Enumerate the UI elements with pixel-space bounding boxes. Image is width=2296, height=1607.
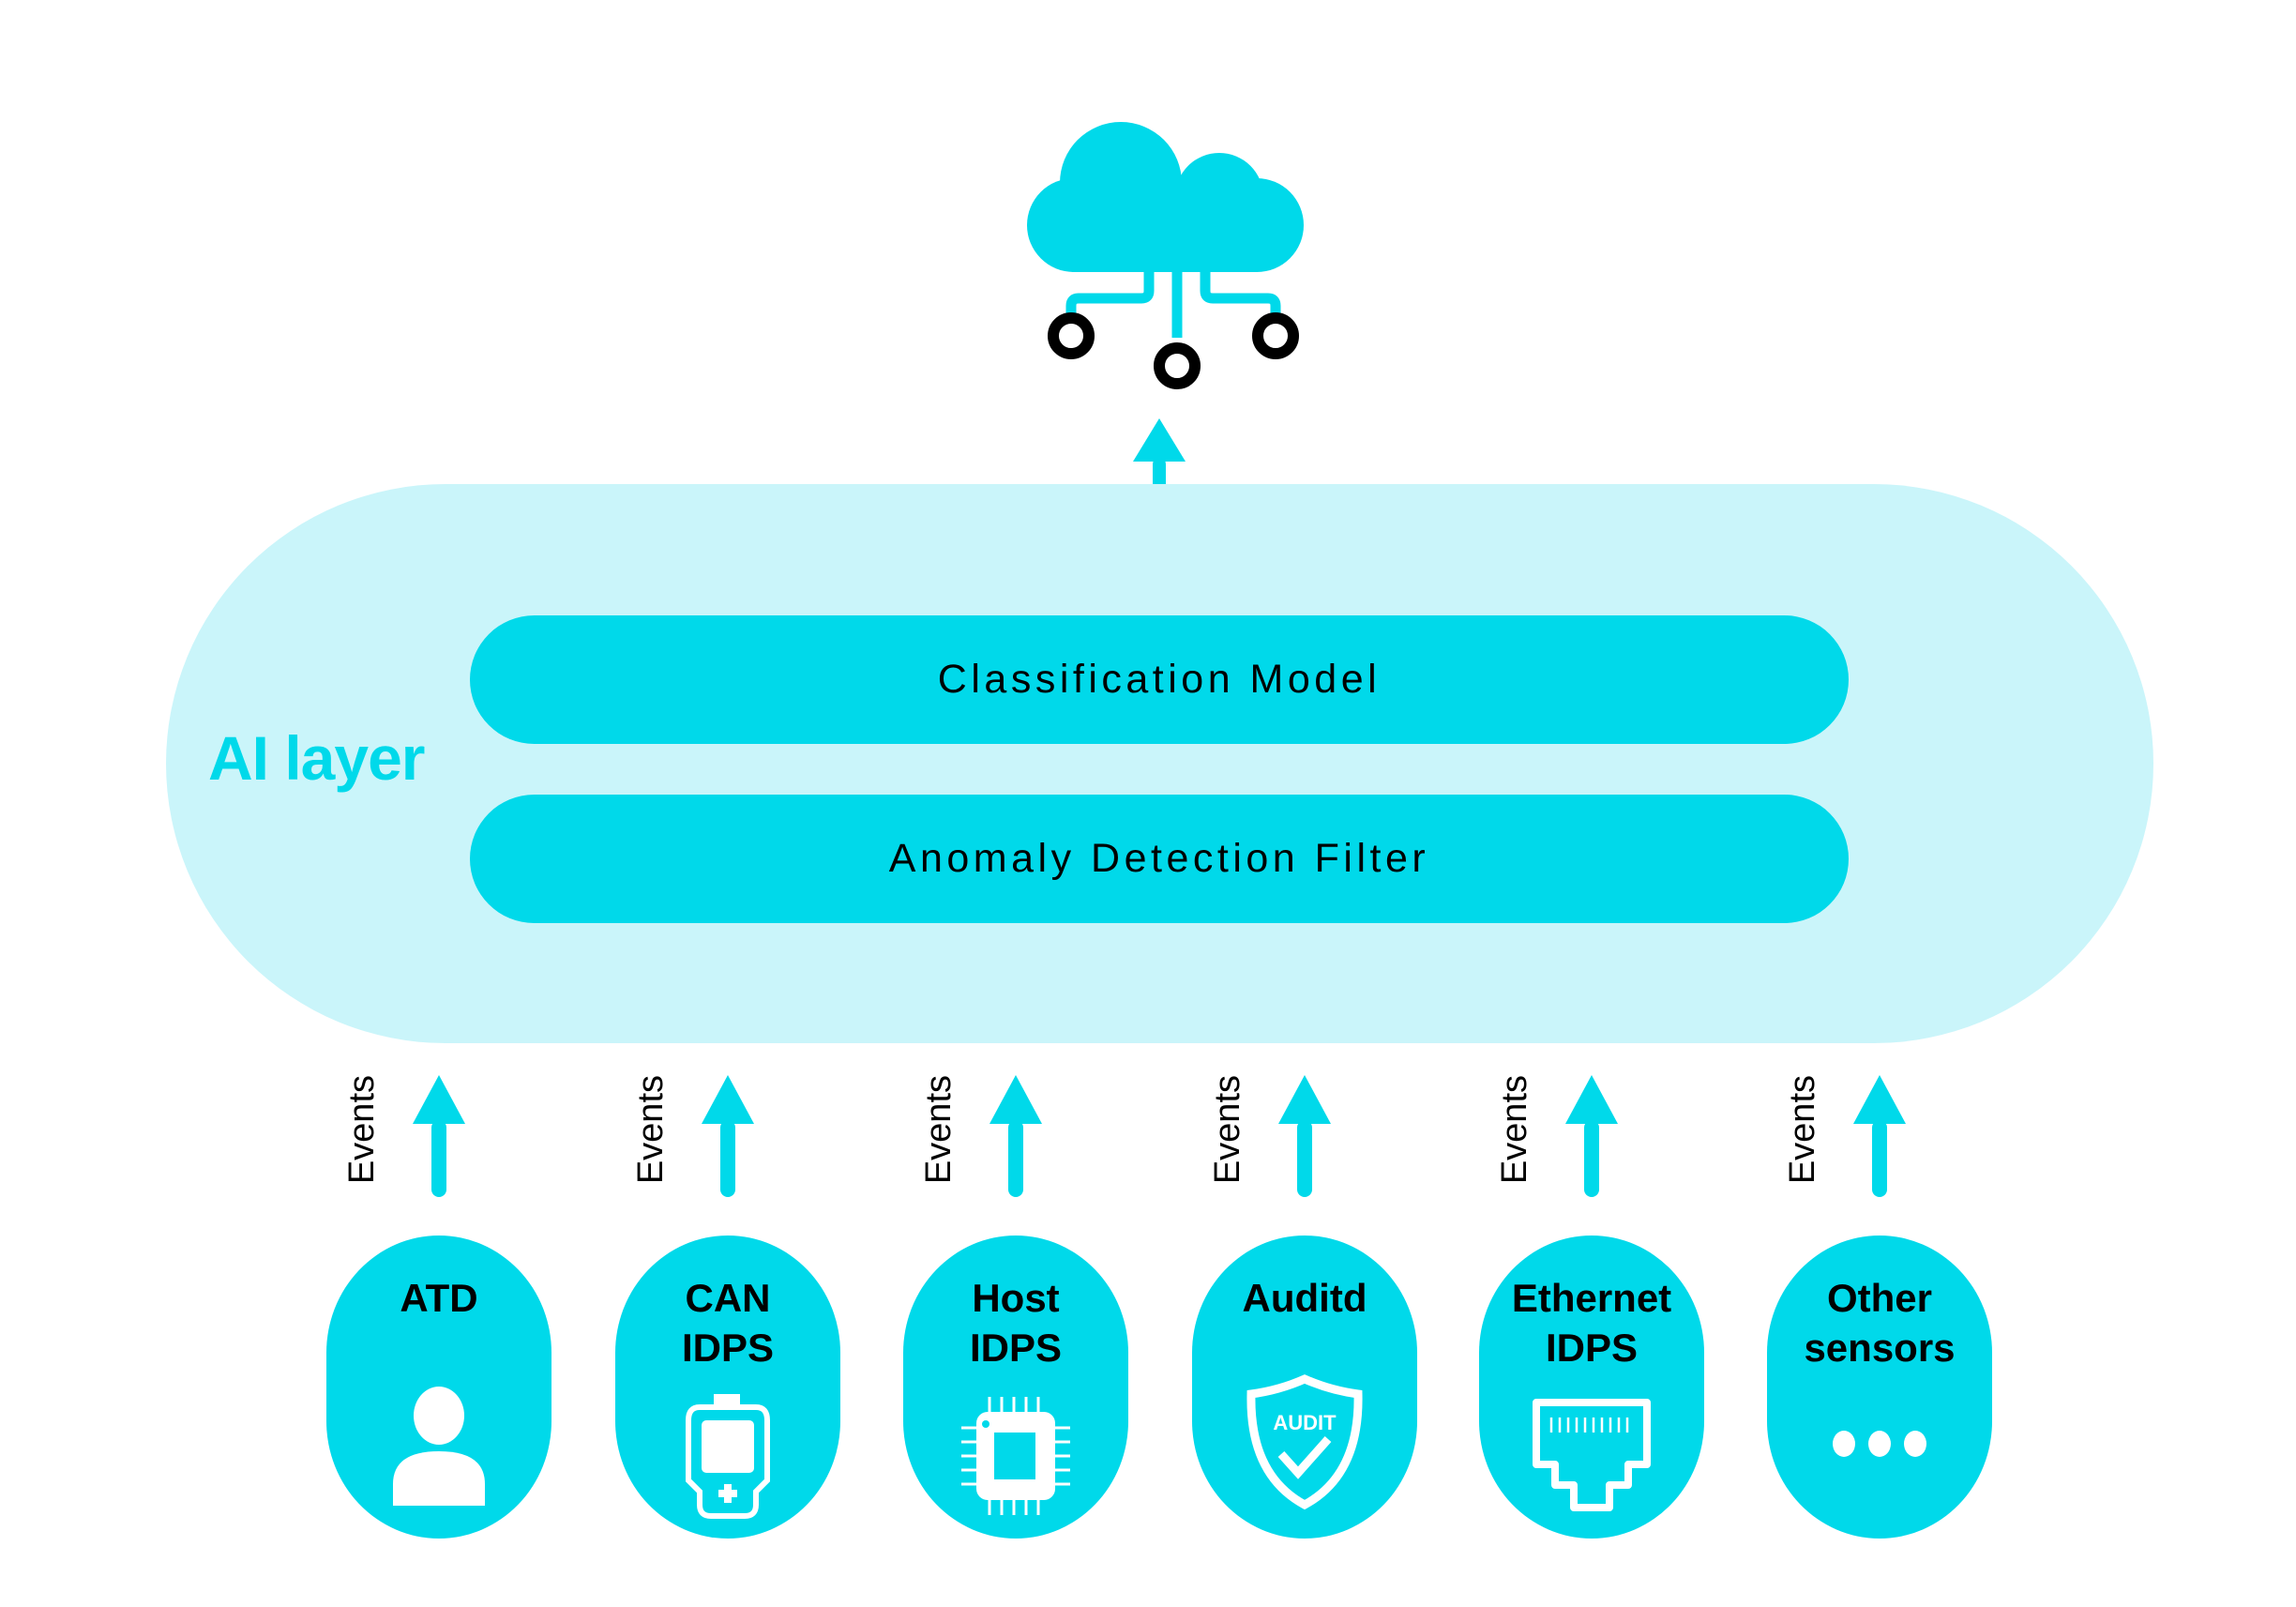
sensor-node-ethernet-idps: Ethernet IDPS <box>1479 1236 1704 1539</box>
events-label: Events <box>1782 1075 1822 1185</box>
events-label: Events <box>630 1075 671 1185</box>
arrow-up-icon <box>989 1075 1042 1197</box>
sensor-label-line2: IDPS <box>681 1326 775 1370</box>
sensor-label-line2: IDPS <box>969 1326 1063 1370</box>
events-label: Events <box>1494 1075 1534 1185</box>
sensor-node-other-sensors: Other sensors <box>1767 1236 1992 1539</box>
sensor-column-other-sensors: Events Other sensors <box>1739 1069 2020 1595</box>
classification-model-label: Classification Model <box>937 657 1382 702</box>
sensor-node-host-idps: Host IDPS <box>903 1236 1128 1539</box>
ethernet-port-icon <box>1533 1399 1651 1511</box>
arrow-up-icon <box>1278 1075 1331 1197</box>
sensor-column-ethernet-idps: Events Ethernet IDPS <box>1451 1069 1732 1595</box>
classification-model-block: Classification Model <box>470 615 1849 744</box>
events-label: Events <box>341 1075 382 1185</box>
arrow-up-icon <box>413 1075 465 1197</box>
sensor-node-can-idps: CAN IDPS <box>615 1236 840 1539</box>
sensor-label-line2: IDPS <box>1545 1326 1639 1370</box>
sensor-label-line1: Other <box>1826 1276 1932 1320</box>
sensor-label: Auditd <box>1242 1276 1367 1320</box>
sensor-node-auditd: Auditd AUDIT <box>1192 1236 1417 1539</box>
audit-shield-icon: AUDIT <box>1246 1374 1363 1510</box>
arrow-up-icon <box>1565 1075 1618 1197</box>
sensor-label-line1: CAN <box>685 1276 771 1320</box>
handheld-device-icon <box>686 1394 770 1519</box>
sensor-column-can-idps: Events CAN IDPS <box>587 1069 869 1595</box>
anomaly-detection-filter-block: Anomaly Detection Filter <box>470 795 1849 923</box>
sensor-column-host-idps: Events Host IDPS <box>875 1069 1156 1595</box>
chip-icon <box>961 1397 1070 1515</box>
ai-layer-container <box>166 484 2153 1043</box>
sensor-column-auditd: Events Auditd AUDIT <box>1164 1069 1445 1595</box>
sensor-label-line1: Ethernet <box>1511 1276 1672 1320</box>
arrow-up-icon <box>702 1075 754 1197</box>
sensor-label-line1: Host <box>972 1276 1060 1320</box>
sensor-node-atd: ATD <box>326 1236 551 1539</box>
events-label: Events <box>918 1075 959 1185</box>
more-dots-icon <box>1833 1431 1926 1457</box>
events-label: Events <box>1207 1075 1247 1185</box>
arrow-up-icon <box>1853 1075 1906 1197</box>
cloud-network-icon <box>1027 122 1304 389</box>
person-icon <box>393 1387 485 1506</box>
sensor-label-line2: sensors <box>1804 1326 1956 1370</box>
anomaly-detection-filter-label: Anomaly Detection Filter <box>888 836 1430 881</box>
ai-layer-label: AI layer <box>208 723 425 793</box>
audit-icon-text: AUDIT <box>1273 1411 1337 1434</box>
sensor-label: ATD <box>400 1276 478 1320</box>
sensor-column-atd: Events ATD <box>298 1069 580 1595</box>
